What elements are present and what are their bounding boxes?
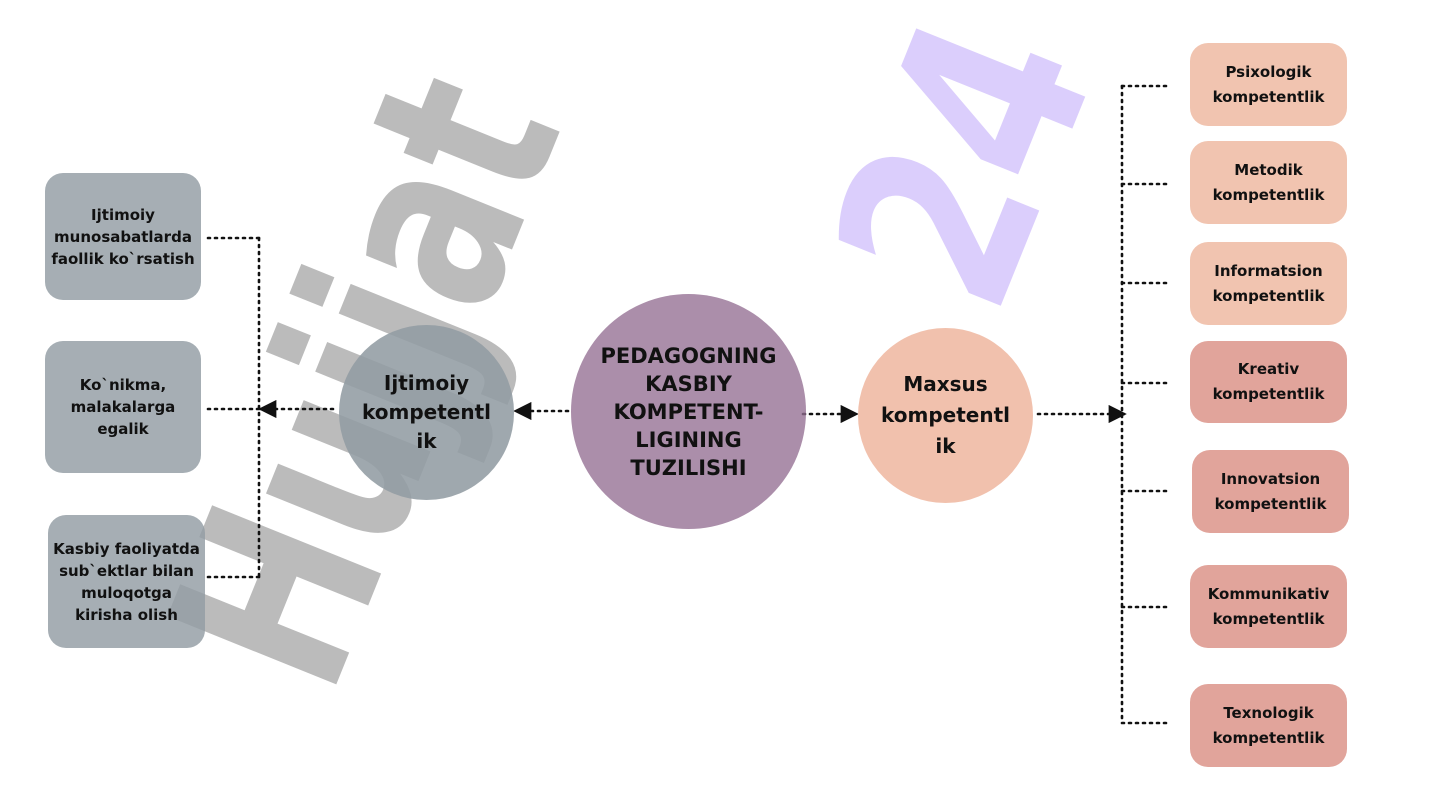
right-item-label: Innovatsion kompetentlik bbox=[1214, 469, 1327, 513]
right-item-psychological: Psixologik kompetentlik bbox=[1190, 43, 1347, 126]
left-item-label: Ko`nikma, malakalarga egalik bbox=[70, 376, 176, 438]
right-item-creative: Kreativ kompetentlik bbox=[1190, 341, 1347, 423]
right-item-methodical: Metodik kompetentlik bbox=[1190, 141, 1347, 224]
center-node-label: PEDAGOGNING KASBIY KOMPETENT-LIGINING TU… bbox=[600, 343, 777, 480]
right-item-label: Informatsion kompetentlik bbox=[1212, 261, 1325, 305]
left-hub-label: Ijtimoiy kompetentl ik bbox=[361, 371, 491, 453]
left-item-skills: Ko`nikma, malakalarga egalik bbox=[45, 341, 201, 473]
right-item-label: Texnologik kompetentlik bbox=[1212, 703, 1325, 747]
center-node-structure: PEDAGOGNING KASBIY KOMPETENT-LIGINING TU… bbox=[571, 294, 806, 529]
left-hub-social-competence: Ijtimoiy kompetentl ik bbox=[339, 325, 514, 500]
right-item-communicative: Kommunikativ kompetentlik bbox=[1190, 565, 1347, 648]
right-hub-special-competence: Maxsus kompetentl ik bbox=[858, 328, 1033, 503]
right-item-innovative: Innovatsion kompetentlik bbox=[1192, 450, 1349, 533]
right-item-technological: Texnologik kompetentlik bbox=[1190, 684, 1347, 767]
right-item-label: Kreativ kompetentlik bbox=[1212, 360, 1325, 403]
left-item-label: Kasbiy faoliyatda sub`ektlar bilan muloq… bbox=[53, 539, 200, 624]
left-item-communication: Kasbiy faoliyatda sub`ektlar bilan muloq… bbox=[48, 515, 205, 648]
right-item-label: Kommunikativ kompetentlik bbox=[1207, 584, 1330, 628]
right-item-label: Metodik kompetentlik bbox=[1212, 160, 1325, 204]
left-item-social-activity: Ijtimoiy munosabatlarda faollik ko`rsati… bbox=[45, 173, 201, 300]
right-hub-label: Maxsus kompetentl ik bbox=[880, 372, 1010, 458]
right-item-informational: Informatsion kompetentlik bbox=[1190, 242, 1347, 325]
right-item-label: Psixologik kompetentlik bbox=[1212, 62, 1325, 106]
left-item-label: Ijtimoiy munosabatlarda faollik ko`rsati… bbox=[51, 205, 195, 268]
